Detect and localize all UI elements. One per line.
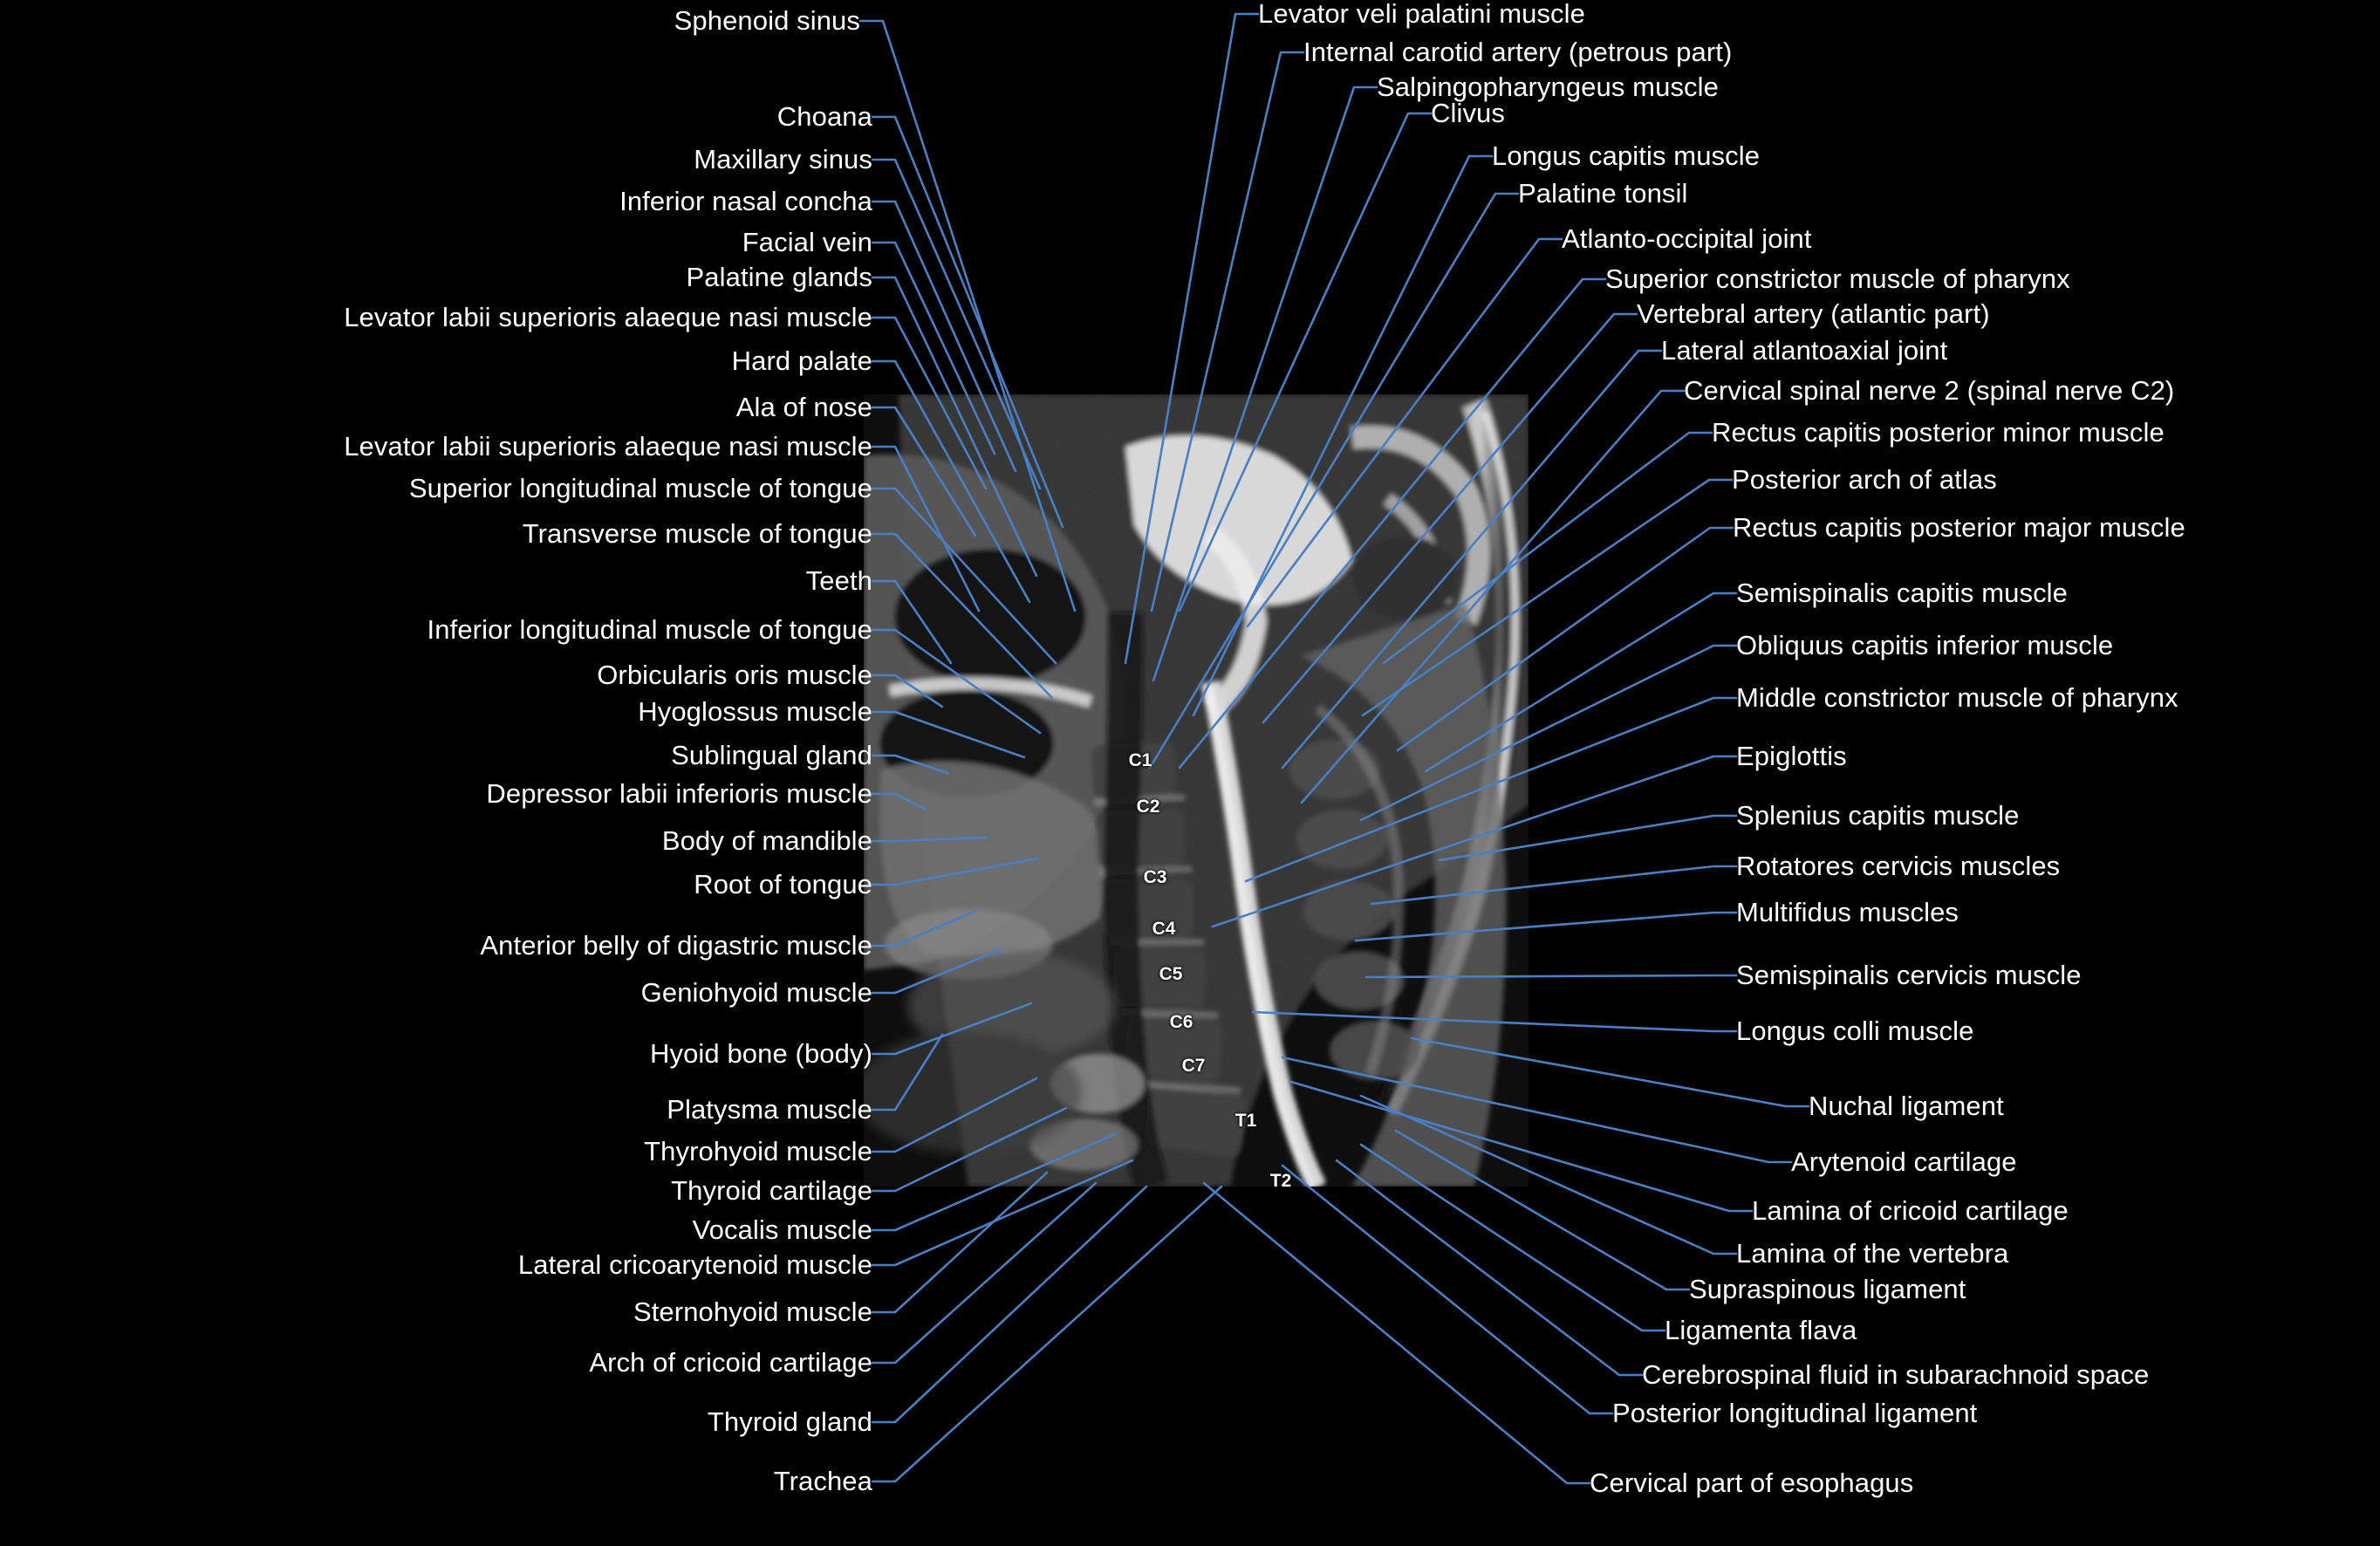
anatomy-label-posterior-longitudinal-ligament: Posterior longitudinal ligament xyxy=(1612,1398,1978,1428)
anatomy-label-hard-palate: Hard palate xyxy=(731,345,872,376)
anatomy-label-thyrohyoid-muscle: Thyrohyoid muscle xyxy=(644,1136,872,1166)
anatomy-label-thyroid-gland: Thyroid gland xyxy=(707,1406,872,1437)
anatomy-label-sublingual-gland: Sublingual gland xyxy=(671,740,872,770)
anatomy-label-platysma-muscle: Platysma muscle xyxy=(667,1094,872,1125)
anatomy-label-thyroid-cartilage: Thyroid cartilage xyxy=(671,1175,872,1206)
anatomy-label-internal-carotid-artery-petrous-part: Internal carotid artery (petrous part) xyxy=(1303,37,1733,67)
anatomy-label-salpingopharyngeus-muscle: Salpingopharyngeus muscle xyxy=(1377,72,1719,102)
anatomy-label-choana: Choana xyxy=(776,101,872,132)
anatomy-label-rotatores-cervicis-muscles: Rotatores cervicis muscles xyxy=(1736,851,2061,881)
anatomy-label-teeth: Teeth xyxy=(805,565,872,596)
anatomy-label-vocalis-muscle: Vocalis muscle xyxy=(692,1214,872,1245)
vertebra-label-t2: T2 xyxy=(1269,1171,1292,1191)
anatomy-label-lateral-cricoarytenoid-muscle: Lateral cricoarytenoid muscle xyxy=(517,1249,872,1280)
vertebra-label-c4: C4 xyxy=(1152,919,1176,939)
anatomy-label-levator-labii-superioris-alaeque-nasi-muscle: Levator labii superioris alaeque nasi mu… xyxy=(344,431,872,462)
anatomy-label-arch-of-cricoid-cartilage: Arch of cricoid cartilage xyxy=(589,1347,872,1378)
anatomy-label-longus-capitis-muscle: Longus capitis muscle xyxy=(1492,140,1761,171)
leader-line-cerebrospinal-fluid-in-subarachnoid-space xyxy=(1335,1159,1644,1377)
leader-line-trachea xyxy=(871,1185,1223,1483)
anatomy-label-depressor-labii-inferioris-muscle: Depressor labii inferioris muscle xyxy=(486,778,872,809)
vertebra-label-c6: C6 xyxy=(1169,1012,1193,1032)
anatomy-label-inferior-longitudinal-muscle-of-tongue: Inferior longitudinal muscle of tongue xyxy=(427,614,872,645)
anatomy-label-cervical-spinal-nerve-2-spinal-nerve-c2: Cervical spinal nerve 2 (spinal nerve C2… xyxy=(1684,375,2175,406)
anatomy-label-semispinalis-cervicis-muscle: Semispinalis cervicis muscle xyxy=(1736,960,2082,990)
leader-line-cervical-part-of-esophagus xyxy=(1202,1181,1591,1485)
leader-line-arch-of-cricoid-cartilage xyxy=(871,1181,1098,1365)
anatomy-label-facial-vein: Facial vein xyxy=(742,227,872,257)
anatomy-label-arytenoid-cartilage: Arytenoid cartilage xyxy=(1791,1146,2017,1177)
anatomy-label-middle-constrictor-muscle-of-pharynx: Middle constrictor muscle of pharynx xyxy=(1736,682,2178,713)
anatomy-label-splenius-capitis-muscle: Splenius capitis muscle xyxy=(1736,800,2020,831)
leader-line-thyroid-gland xyxy=(871,1185,1148,1424)
anatomy-label-superior-constrictor-muscle-of-pharynx: Superior constrictor muscle of pharynx xyxy=(1605,263,2070,294)
leader-line-sternohyoid-muscle xyxy=(871,1171,1049,1314)
vertebra-label-c1: C1 xyxy=(1128,750,1152,770)
anatomy-label-trachea: Trachea xyxy=(773,1466,872,1496)
anatomy-label-transverse-muscle-of-tongue: Transverse muscle of tongue xyxy=(522,518,872,549)
anatomy-label-lamina-of-cricoid-cartilage: Lamina of cricoid cartilage xyxy=(1752,1195,2069,1226)
anatomy-label-orbicularis-oris-muscle: Orbicularis oris muscle xyxy=(597,660,872,690)
anatomy-label-lateral-atlantoaxial-joint: Lateral atlantoaxial joint xyxy=(1661,335,1948,366)
anatomy-label-nuchal-ligament: Nuchal ligament xyxy=(1809,1091,2004,1121)
anatomy-label-sternohyoid-muscle: Sternohyoid muscle xyxy=(633,1296,872,1327)
anatomy-label-sphenoid-sinus: Sphenoid sinus xyxy=(674,5,860,36)
anatomy-label-rectus-capitis-posterior-major-muscle: Rectus capitis posterior major muscle xyxy=(1733,512,2185,543)
anatomy-label-cervical-part-of-esophagus: Cervical part of esophagus xyxy=(1590,1467,1914,1498)
anatomy-label-multifidus-muscles: Multifidus muscles xyxy=(1736,897,1959,927)
vertebra-label-t1: T1 xyxy=(1234,1111,1257,1131)
anatomy-label-semispinalis-capitis-muscle: Semispinalis capitis muscle xyxy=(1736,578,2068,608)
anatomy-label-longus-colli-muscle: Longus colli muscle xyxy=(1736,1016,1974,1046)
anatomy-label-ligamenta-flava: Ligamenta flava xyxy=(1665,1315,1857,1345)
anatomy-label-maxillary-sinus: Maxillary sinus xyxy=(694,144,872,174)
anatomy-label-epiglottis: Epiglottis xyxy=(1736,741,1847,771)
vertebra-label-c2: C2 xyxy=(1136,797,1160,817)
anatomy-label-obliquus-capitis-inferior-muscle: Obliquus capitis inferior muscle xyxy=(1736,630,2114,660)
anatomy-label-hyoid-bone-body: Hyoid bone (body) xyxy=(649,1038,872,1069)
anatomy-label-root-of-tongue: Root of tongue xyxy=(694,869,872,900)
anatomy-label-lamina-of-the-vertebra: Lamina of the vertebra xyxy=(1736,1238,2009,1269)
anatomy-label-rectus-capitis-posterior-minor-muscle: Rectus capitis posterior minor muscle xyxy=(1712,417,2165,448)
anatomy-label-cerebrospinal-fluid-in-subarachnoid-space: Cerebrospinal fluid in subarachnoid spac… xyxy=(1642,1359,2150,1390)
anatomy-label-body-of-mandible: Body of mandible xyxy=(661,825,872,856)
anatomy-label-palatine-tonsil: Palatine tonsil xyxy=(1518,178,1688,209)
anatomy-label-anterior-belly-of-digastric-muscle: Anterior belly of digastric muscle xyxy=(480,930,872,961)
anatomy-label-supraspinous-ligament: Supraspinous ligament xyxy=(1689,1274,1966,1304)
vertebra-label-c7: C7 xyxy=(1181,1056,1206,1076)
anatomy-label-superior-longitudinal-muscle-of-tongue: Superior longitudinal muscle of tongue xyxy=(408,473,872,503)
anatomy-label-posterior-arch-of-atlas: Posterior arch of atlas xyxy=(1732,464,1997,495)
anatomy-label-hyoglossus-muscle: Hyoglossus muscle xyxy=(638,696,872,727)
anatomy-label-clivus: Clivus xyxy=(1431,98,1506,128)
anatomy-label-levator-veli-palatini-muscle: Levator veli palatini muscle xyxy=(1258,0,1585,29)
anatomy-label-geniohyoid-muscle: Geniohyoid muscle xyxy=(640,977,872,1008)
vertebra-label-c5: C5 xyxy=(1159,964,1183,984)
anatomy-label-vertebral-artery-atlantic-part: Vertebral artery (atlantic part) xyxy=(1637,298,1990,329)
anatomy-label-levator-labii-superioris-alaeque-nasi-muscle: Levator labii superioris alaeque nasi mu… xyxy=(344,302,872,332)
anatomy-label-atlanto-occipital-joint: Atlanto-occipital joint xyxy=(1562,223,1812,254)
anatomy-label-ala-of-nose: Ala of nose xyxy=(735,392,872,422)
leader-line-posterior-longitudinal-ligament xyxy=(1281,1164,1614,1415)
anatomy-label-inferior-nasal-concha: Inferior nasal concha xyxy=(619,186,872,216)
vertebra-label-c3: C3 xyxy=(1143,867,1167,887)
anatomy-label-palatine-glands: Palatine glands xyxy=(686,262,872,292)
